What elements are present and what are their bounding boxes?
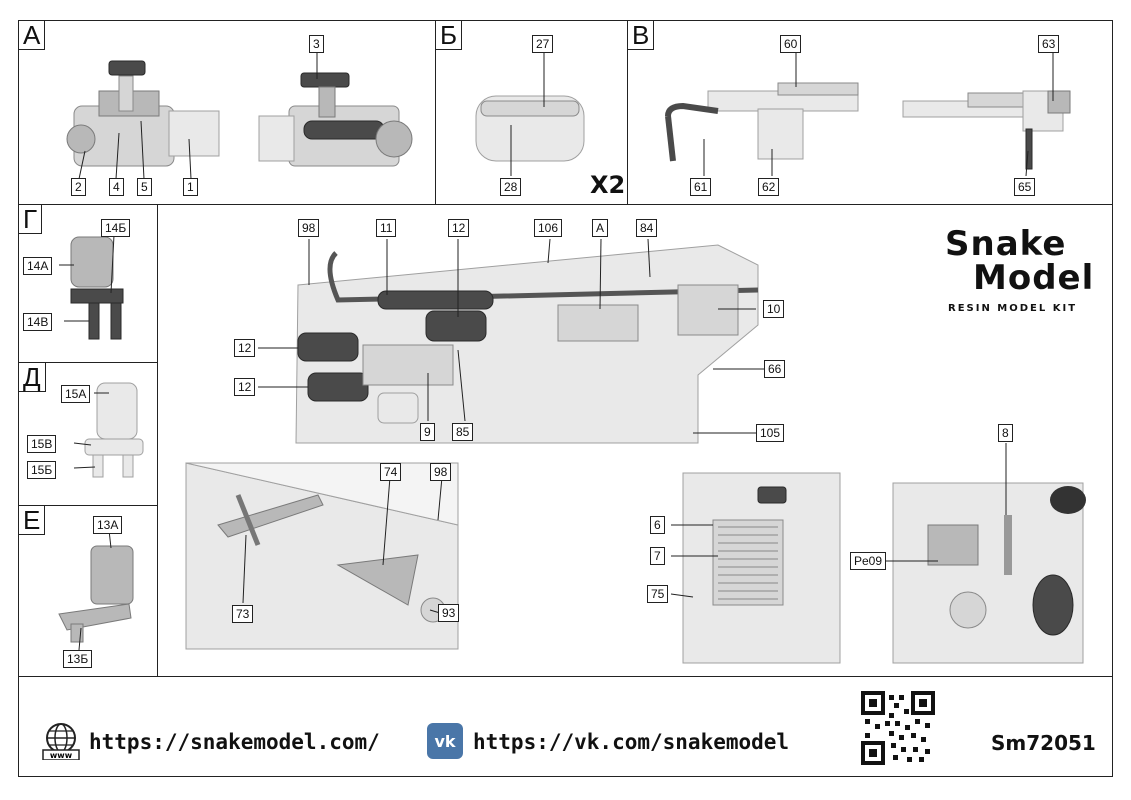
- qr-code[interactable]: [861, 691, 935, 765]
- callout-62: 62: [758, 178, 780, 196]
- callout-85: 85: [452, 423, 474, 441]
- callout-73: 73: [232, 605, 254, 623]
- callout-10: 10: [763, 300, 785, 318]
- callout-28: 28: [500, 178, 522, 196]
- callout-61: 61: [690, 178, 712, 196]
- callout-a-marker: А: [592, 219, 609, 237]
- callout-5: 5: [137, 178, 152, 196]
- callout-15v: 15В: [27, 435, 57, 453]
- section-letter-b: Б: [436, 21, 463, 50]
- vk-label: vk: [434, 732, 455, 751]
- logo-tagline: RESIN MODEL KIT: [948, 303, 1078, 314]
- main-assembly-illustrations: [185, 238, 1086, 664]
- vk-link[interactable]: https://vk.com/snakemodel: [473, 730, 790, 754]
- logo-model: Model: [973, 258, 1095, 298]
- callout-1: 1: [183, 178, 198, 196]
- callout-66: 66: [764, 360, 786, 378]
- website-link[interactable]: https://snakemodel.com/: [89, 730, 380, 754]
- callout-2: 2: [71, 178, 86, 196]
- panel-e: Е 13А 13Б: [18, 505, 158, 677]
- callout-3: 3: [309, 35, 324, 53]
- logo-snake: Snake: [945, 224, 1067, 264]
- callout-15b: 15Б: [27, 461, 57, 479]
- callout-14b: 14Б: [101, 219, 131, 237]
- callout-8: 8: [998, 424, 1013, 442]
- callout-12-top: 12: [448, 219, 470, 237]
- panel-g: Г 14А 14Б 14В: [18, 204, 158, 364]
- callout-105: 105: [756, 424, 785, 442]
- section-letter-g: Г: [19, 205, 43, 234]
- callout-106: 106: [534, 219, 563, 237]
- kit-code: Sm72051: [991, 731, 1096, 755]
- callout-84: 84: [636, 219, 658, 237]
- quantity-multiplier: X2: [590, 171, 626, 199]
- callout-14v: 14В: [23, 313, 53, 331]
- panel-main: 98 11 12 106 А 84 10 12 12 66 9 85 105 7…: [157, 204, 1113, 677]
- callout-15a: 15А: [61, 385, 91, 403]
- panel-b: Б 27 28 X2: [435, 20, 628, 205]
- callout-4: 4: [109, 178, 124, 196]
- callout-98: 98: [298, 219, 320, 237]
- panel-a: А 2 4 5 1 3: [18, 20, 436, 205]
- callout-27: 27: [532, 35, 554, 53]
- callout-74: 74: [380, 463, 402, 481]
- callout-9: 9: [420, 423, 435, 441]
- callout-93: 93: [438, 604, 460, 622]
- callout-12-left-1: 12: [234, 339, 256, 357]
- callout-pe09: Pe09: [850, 552, 887, 570]
- callout-75: 75: [647, 585, 669, 603]
- www-label: www: [50, 751, 73, 760]
- callout-13a: 13А: [93, 516, 123, 534]
- callout-12-left-2: 12: [234, 378, 256, 396]
- section-letter-d: Д: [19, 363, 46, 392]
- callout-14a: 14А: [23, 257, 53, 275]
- callout-6: 6: [650, 516, 665, 534]
- section-letter-e: Е: [19, 506, 46, 535]
- callout-7: 7: [650, 547, 665, 565]
- section-letter-a: А: [19, 21, 46, 50]
- callout-11: 11: [376, 219, 397, 237]
- callout-65: 65: [1014, 178, 1036, 196]
- footer-bar: www https://snakemodel.com/ vk https://v…: [18, 676, 1113, 777]
- callout-60: 60: [780, 35, 802, 53]
- callout-98-lower: 98: [430, 463, 452, 481]
- callout-63: 63: [1038, 35, 1060, 53]
- callout-13b: 13Б: [63, 650, 93, 668]
- vk-icon: vk: [427, 723, 463, 759]
- globe-icon: www: [42, 723, 80, 760]
- panel-v: В 60 63 61 62 65: [627, 20, 1113, 205]
- section-letter-v: В: [628, 21, 655, 50]
- panel-d: Д 15А 15В 15Б: [18, 362, 158, 506]
